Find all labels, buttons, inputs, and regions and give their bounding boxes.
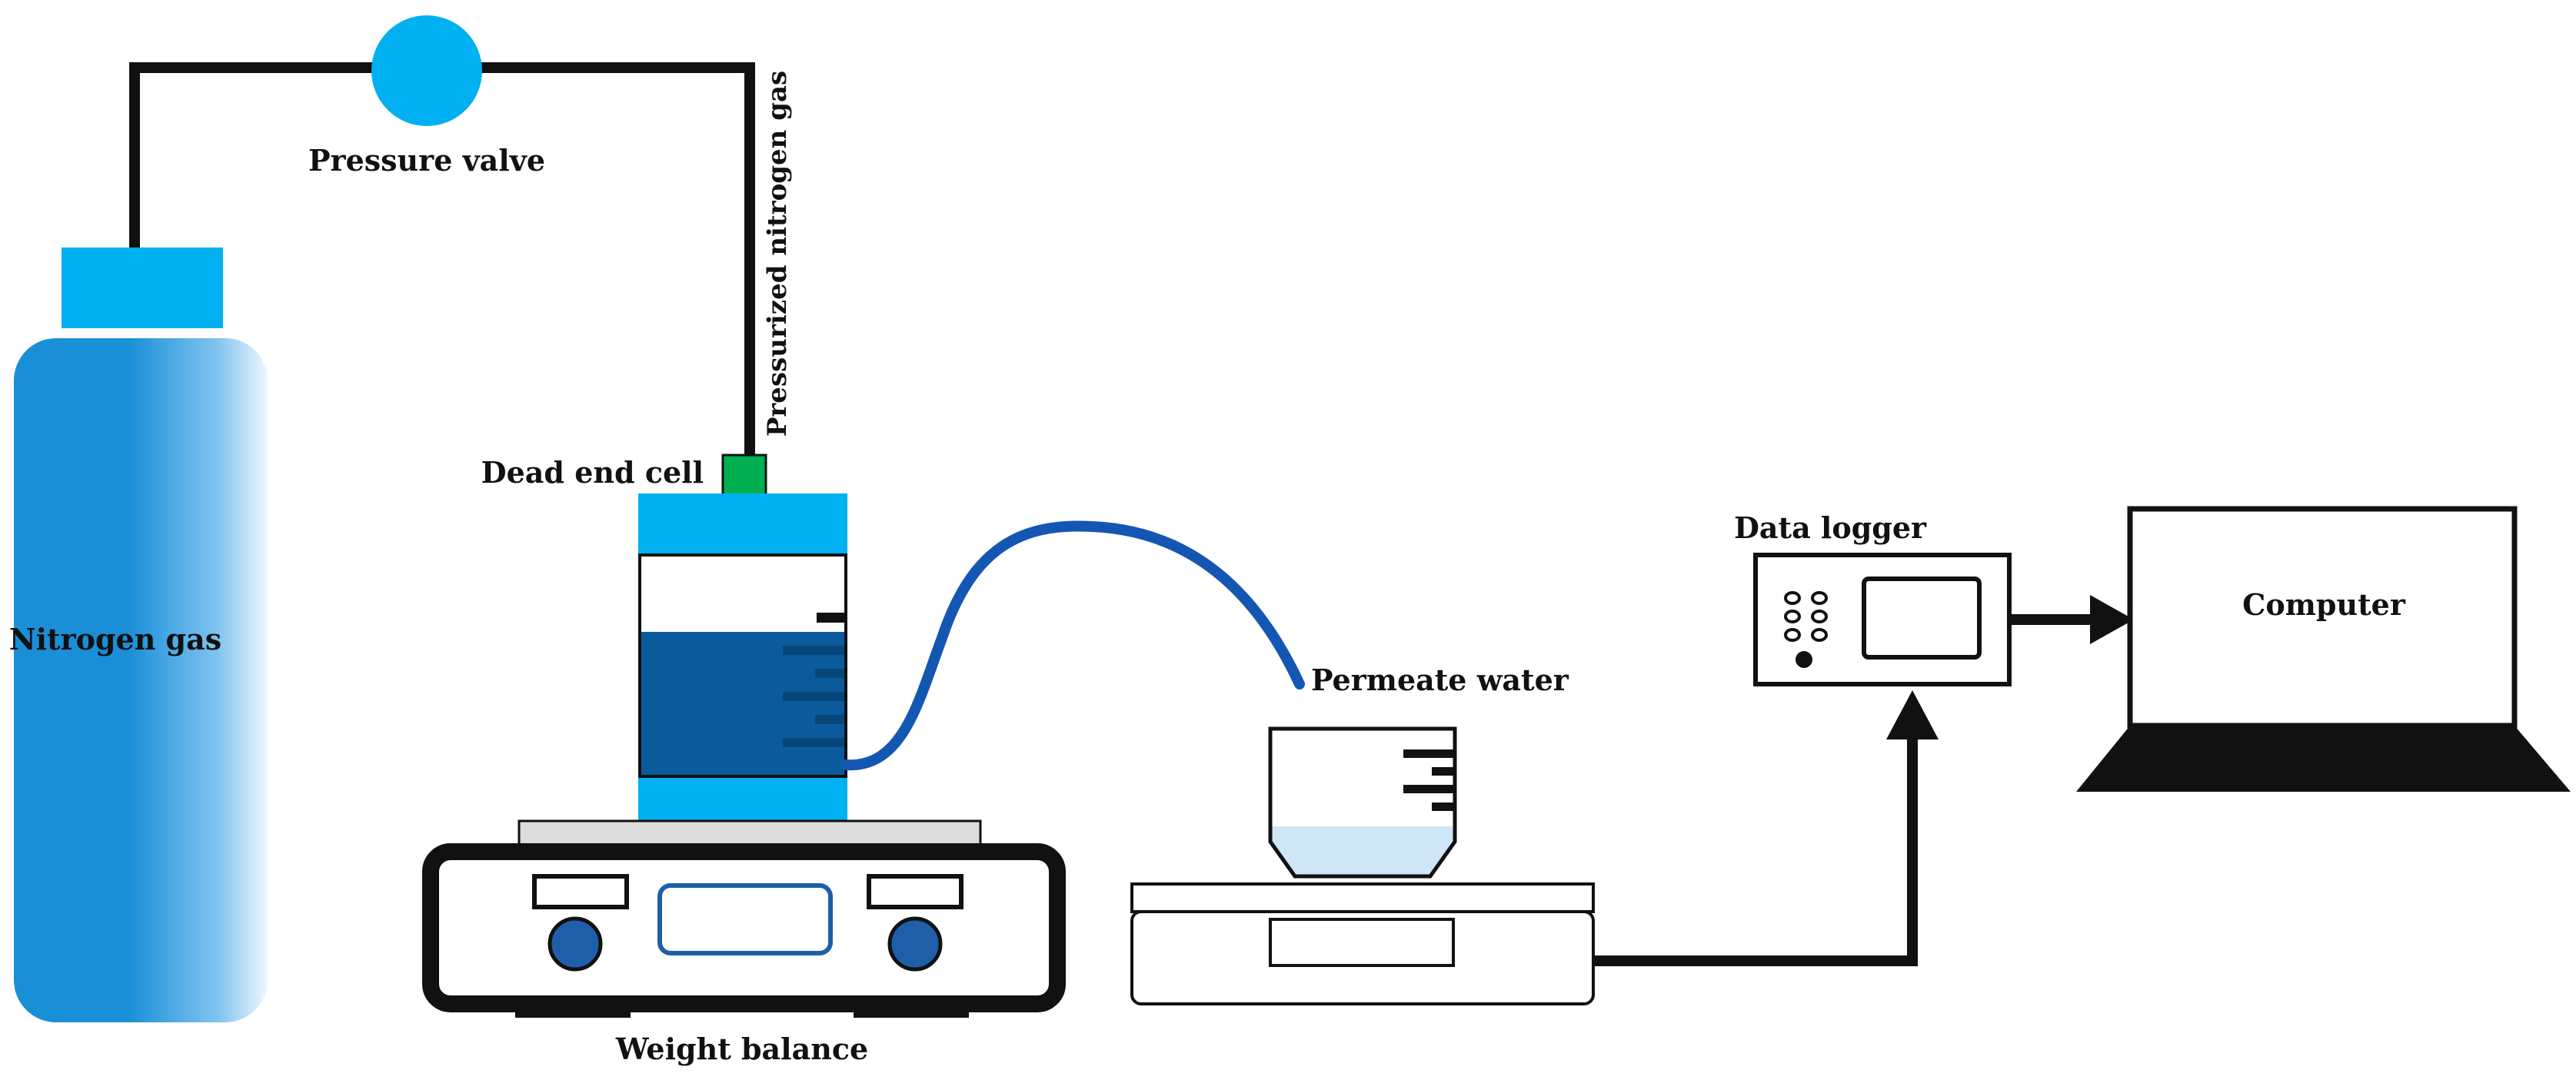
data-logger-buttons (1784, 591, 1828, 642)
pressure-valve (371, 15, 482, 126)
pressure-valve-label: Pressure valve (308, 143, 545, 178)
scale-display (1269, 918, 1455, 967)
balance-knob-left (547, 916, 603, 972)
balance-foot-left (515, 1004, 631, 1018)
balance-bracket-left (532, 874, 629, 909)
cell-fitting (721, 454, 767, 497)
signal-wire (1593, 739, 1918, 966)
cell-bottom-cap (638, 775, 847, 821)
pressurized-nitrogen-gas-label: Pressurized nitrogen gas (762, 71, 793, 437)
data-logger-power-dot (1796, 651, 1812, 668)
scale-top-plate (1130, 882, 1595, 913)
permeate-tube (840, 520, 1305, 771)
nitrogen-gas-label: Nitrogen gas (9, 622, 221, 656)
cylinder-cap (62, 248, 223, 328)
nitrogen-cylinder (14, 338, 268, 1022)
computer-screen (2127, 506, 2518, 729)
signal-arrow-head (1886, 690, 1939, 739)
balance-bracket-right (867, 874, 964, 909)
computer-label: Computer (2242, 587, 2406, 622)
cell-graduation-marks (783, 646, 844, 747)
cell-top-cap (638, 493, 847, 555)
logger-to-computer-arrow-head (2090, 595, 2134, 644)
balance-display (657, 883, 833, 955)
balance-knob-right (887, 916, 943, 972)
cell-graduation-mark (817, 613, 844, 623)
weight-balance-label: Weight balance (615, 1032, 868, 1066)
permeate-water-label: Permeate water (1311, 663, 1569, 697)
beaker-water (1270, 826, 1455, 876)
data-logger-label: Data logger (1734, 510, 1927, 545)
balance-foot-right (854, 1004, 969, 1018)
computer-keyboard-base (2076, 726, 2571, 792)
data-logger-screen (1862, 577, 1982, 660)
beaker (1268, 726, 1457, 879)
dead-end-cell-label: Dead end cell (481, 455, 704, 490)
cell-water (641, 632, 844, 775)
beaker-graduation-marks (1403, 749, 1455, 811)
